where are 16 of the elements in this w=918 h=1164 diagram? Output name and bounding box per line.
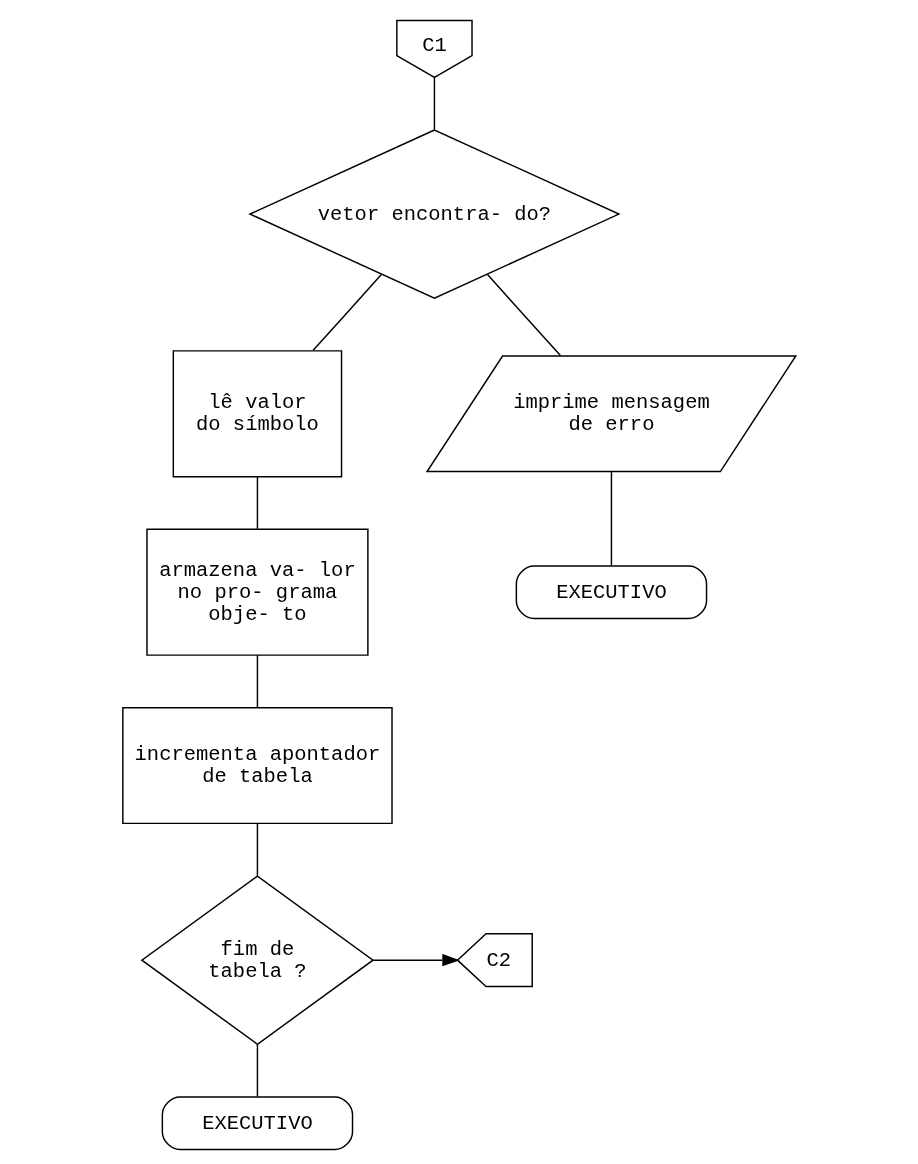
connector	[256, 476, 258, 530]
arrow	[372, 954, 460, 967]
node-box: lê valor do símbolo	[172, 350, 342, 478]
connector	[256, 1043, 258, 1098]
node-box: EXECUTIVO	[161, 1096, 353, 1151]
node-box: EXECUTIVO	[515, 565, 707, 620]
node-box: incrementa apontador de tabela	[121, 707, 393, 825]
node-box: armazena va- lor no pro- grama obje- to	[145, 528, 369, 656]
connector	[610, 471, 612, 567]
node-diamond: fim de tabela ?	[140, 875, 374, 1046]
connector	[256, 654, 258, 709]
connector	[311, 273, 382, 352]
connector	[433, 76, 435, 131]
connector	[486, 273, 561, 357]
node-diamond: vetor encontra- do?	[247, 129, 621, 299]
connector	[256, 822, 258, 877]
